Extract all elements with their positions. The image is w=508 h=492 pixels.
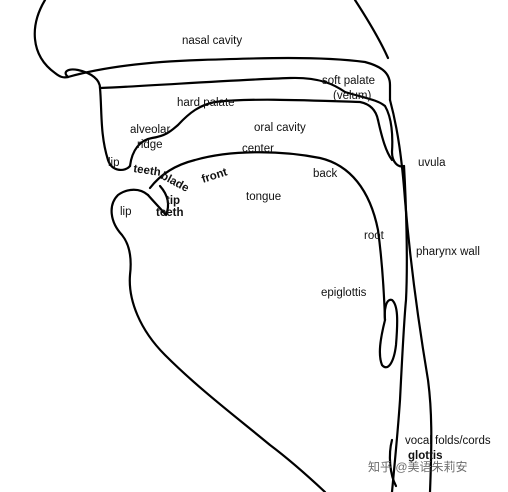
label-vocal-folds: vocal folds/cords — [405, 435, 491, 447]
label-tip: tip — [166, 195, 180, 207]
label-front: front — [200, 166, 229, 186]
palate-line — [98, 76, 347, 94]
label-alveolar: alveolar — [130, 124, 170, 136]
glottis-line — [388, 438, 398, 488]
watermark: 知乎 @美语朱莉安 — [368, 459, 468, 474]
lower-teeth-line — [146, 184, 170, 217]
epiglottis-shape — [378, 298, 399, 369]
label-lip-upper: lip — [108, 157, 120, 169]
tongue-surface — [148, 151, 387, 322]
nasal-outline — [33, 0, 392, 102]
label-velum: (velum) — [333, 90, 372, 102]
label-hard-palate: hard palate — [177, 97, 235, 109]
label-root: root — [364, 230, 385, 242]
velum-line — [343, 90, 406, 168]
label-teeth-lower: teeth — [156, 207, 183, 219]
label-nasal-cavity: nasal cavity — [182, 35, 242, 47]
upper-teeth-line — [128, 98, 380, 168]
label-oral-cavity: oral cavity — [254, 122, 306, 134]
label-uvula: uvula — [418, 157, 446, 169]
nasal-back-top — [353, 0, 390, 60]
pharynx-wall-rear — [388, 98, 433, 492]
label-center: center — [242, 143, 274, 155]
label-glottis: glottis — [408, 450, 443, 462]
uvula-line — [376, 118, 394, 162]
label-ridge: ridge — [137, 139, 163, 151]
nose-tip — [64, 68, 102, 90]
pharynx-wall-front — [390, 164, 408, 492]
label-soft-palate: soft palate — [322, 75, 375, 87]
label-pharynx-wall: pharynx wall — [416, 246, 480, 258]
label-tongue: tongue — [246, 191, 281, 203]
label-epiglottis: epiglottis — [321, 287, 367, 299]
upper-lip-outline — [98, 86, 132, 172]
label-lip-lower: lip — [120, 206, 132, 218]
label-back: back — [313, 168, 338, 180]
lower-lip-outline — [110, 188, 327, 492]
label-teeth-upper: teeth — [133, 163, 162, 179]
